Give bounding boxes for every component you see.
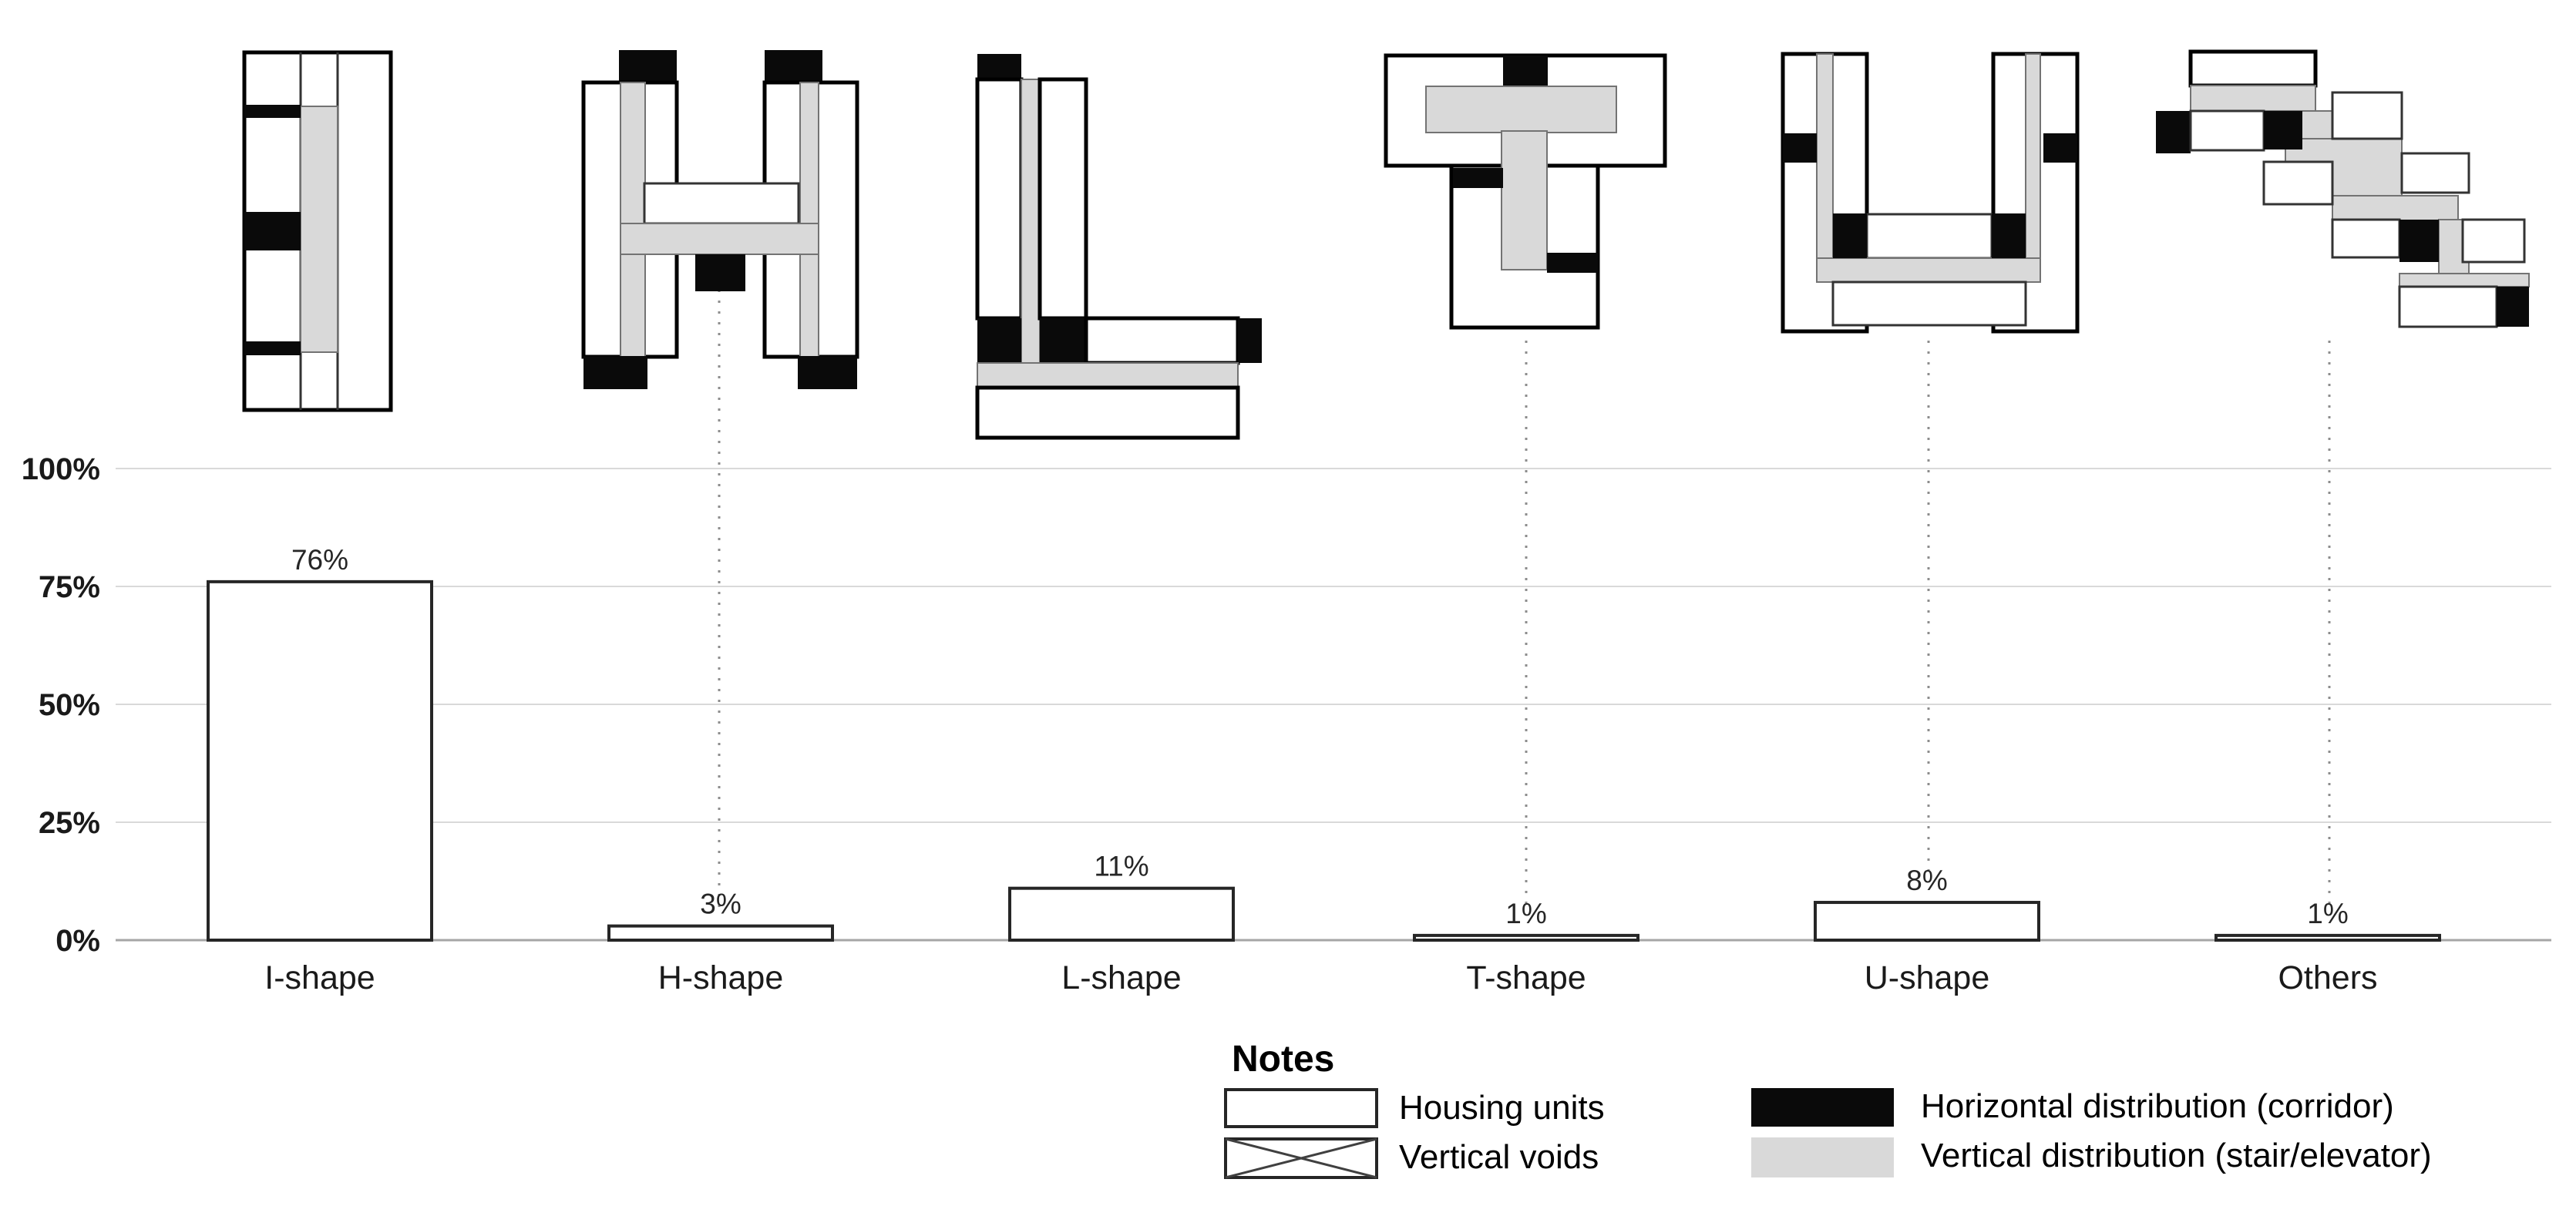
category-labels: I-shape H-shape L-shape T-shape U-shape …	[264, 959, 2377, 996]
corridor-block	[2043, 133, 2077, 163]
cross-line	[1225, 1137, 1377, 1179]
bar-others	[2214, 933, 2441, 942]
stair-core	[1021, 79, 1041, 364]
corridor-block	[1992, 213, 2026, 258]
corridor-block	[765, 50, 822, 84]
stair-core	[300, 106, 338, 353]
value-label-u-shape: 8%	[1906, 865, 1947, 896]
bar-u-shape	[1814, 901, 2040, 942]
value-label-others: 1%	[2307, 898, 2348, 929]
corridor-block	[1833, 213, 1867, 258]
legend-label-housing-units: Housing units	[1399, 1089, 1605, 1127]
legend-label-vertical-distribution: Vertical distribution (stair/elevator)	[1921, 1137, 2432, 1174]
leader-lines	[718, 279, 2331, 911]
corridor-block	[2264, 111, 2302, 149]
corridor-block	[977, 318, 1021, 363]
corridor-block	[695, 254, 745, 291]
bar-l-shape	[1008, 886, 1235, 942]
gridlines	[116, 468, 2551, 942]
u-plan-diagram	[1781, 52, 2080, 334]
housing-unit-cell	[1084, 316, 1240, 365]
bars	[207, 579, 2441, 942]
category-label-t-shape: T-shape	[1466, 959, 1586, 996]
value-labels: 76% 3% 11% 1% 8% 1%	[291, 544, 2349, 929]
legend: Notes Housing units Vertical voids Horiz…	[1224, 1039, 2432, 1179]
y-tick-75: 75%	[39, 570, 100, 604]
category-label-i-shape: I-shape	[264, 959, 375, 996]
housing-unit-cell	[975, 385, 1240, 440]
housing-unit-cell	[2331, 218, 2401, 259]
corridor-block	[1453, 168, 1503, 188]
bar-t-shape	[1413, 933, 1639, 942]
corridor-block	[244, 105, 301, 118]
corridor-block	[1238, 318, 1262, 363]
housing-unit-cell	[2398, 285, 2498, 328]
stair-core	[799, 82, 819, 358]
corridor-block	[1547, 253, 1598, 273]
bar-i-shape	[207, 579, 433, 942]
corridor-block	[2497, 287, 2529, 327]
corridor-block	[2399, 220, 2439, 262]
category-label-u-shape: U-shape	[1865, 959, 1990, 996]
corridor-block	[1040, 318, 1086, 363]
y-tick-50: 50%	[39, 688, 100, 722]
vertical-distribution-swatch-icon	[1751, 1137, 1894, 1177]
housing-unit-cell	[2400, 152, 2470, 194]
corridor-block	[977, 54, 1021, 79]
housing-unit-cell	[2331, 91, 2403, 140]
value-label-t-shape: 1%	[1505, 898, 1546, 929]
housing-unit-cell	[2189, 109, 2265, 152]
corridor-block	[244, 212, 301, 250]
value-label-h-shape: 3%	[700, 889, 741, 920]
housing-unit-cell	[1865, 213, 1993, 260]
value-label-l-shape: 11%	[1094, 851, 1148, 882]
h-plan-diagram	[581, 50, 859, 389]
bar-h-shape	[607, 924, 834, 942]
corridor-block	[583, 356, 647, 389]
horizontal-distribution-swatch-icon	[1751, 1088, 1894, 1127]
corridor-block	[244, 341, 301, 355]
corridor-block	[619, 50, 677, 84]
housing-unit-cell	[2188, 49, 2318, 88]
i-plan-diagram	[242, 50, 393, 412]
value-label-i-shape: 76%	[291, 544, 348, 576]
stepped-plan-diagram	[2156, 49, 2530, 328]
legend-label-horizontal-distribution: Horizontal distribution (corridor)	[1921, 1087, 2394, 1125]
stair-core	[1816, 53, 1834, 283]
y-tick-0: 0%	[55, 924, 100, 958]
stair-corridor	[2399, 273, 2530, 287]
stair-core	[1501, 130, 1548, 270]
stair-corridor	[1816, 257, 2041, 283]
housing-unit-cell	[2461, 218, 2526, 264]
housing-units-swatch-icon	[1224, 1088, 1378, 1128]
housing-unit-cell	[643, 182, 800, 225]
t-plan-diagram	[1384, 53, 1667, 330]
category-label-l-shape: L-shape	[1061, 959, 1181, 996]
y-tick-25: 25%	[39, 806, 100, 840]
stair-corridor	[620, 223, 819, 255]
legend-label-vertical-voids: Vertical voids	[1399, 1138, 1599, 1176]
legend-title: Notes	[1232, 1039, 1334, 1080]
y-tick-100: 100%	[22, 452, 100, 486]
corridor-block	[1783, 133, 1817, 163]
vertical-voids-swatch-icon	[1224, 1137, 1378, 1179]
category-label-h-shape: H-shape	[658, 959, 784, 996]
stair-core	[620, 82, 646, 358]
stair-core	[1425, 86, 1617, 133]
corridor-block	[798, 356, 857, 389]
plan-outline	[975, 77, 1024, 321]
stair-corridor	[977, 362, 1239, 388]
housing-unit-cell	[2262, 160, 2334, 206]
corridor-block	[2156, 111, 2191, 153]
stair-corridor	[2190, 85, 2316, 112]
category-label-others: Others	[2278, 959, 2377, 996]
plan-outline	[1037, 77, 1088, 321]
l-plan-diagram	[975, 54, 1262, 440]
housing-unit-cell	[1831, 281, 2027, 327]
stair-core	[2025, 53, 2041, 283]
y-axis-labels: 100% 75% 50% 25% 0%	[22, 452, 100, 958]
corridor-block	[1503, 55, 1548, 86]
